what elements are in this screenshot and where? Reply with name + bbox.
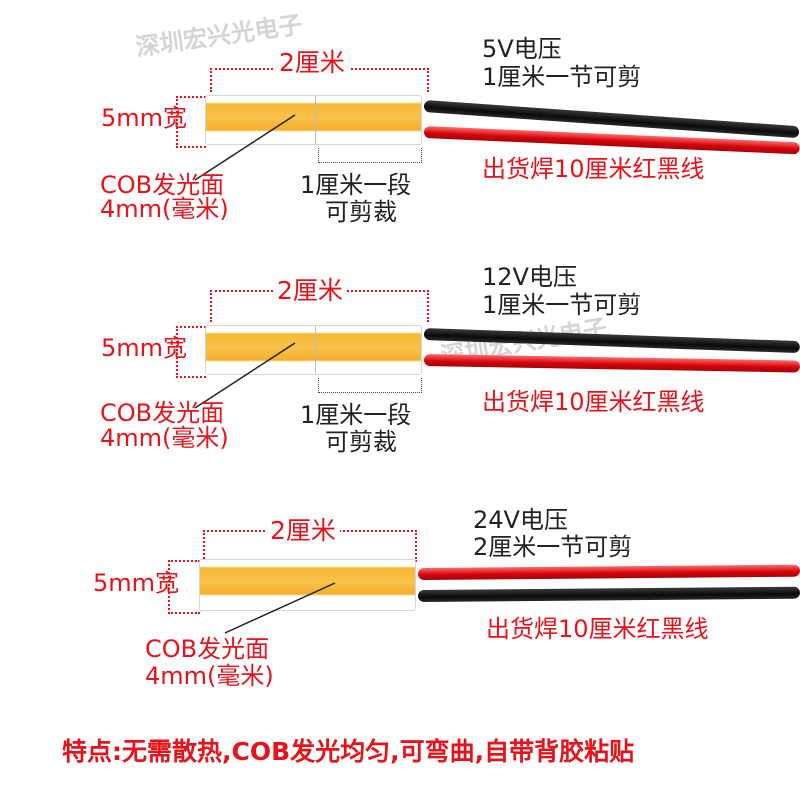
cut-spec-label: 1厘米一节可剪 bbox=[482, 63, 642, 91]
features-text: 特点:无需散热,COB发光均匀,可弯曲,自带背胶粘贴 bbox=[62, 737, 635, 766]
wire-label: 出货焊10厘米红黑线 bbox=[486, 615, 709, 643]
segment-label-2: 可剪裁 bbox=[325, 198, 397, 226]
cob-label: COB发光面 bbox=[145, 635, 270, 663]
wire-label: 出货焊10厘米红黑线 bbox=[482, 155, 705, 183]
cob-pointer-line bbox=[194, 114, 296, 181]
length-label: 2厘米 bbox=[266, 518, 340, 543]
voltage-label: 24V电压 bbox=[473, 506, 568, 534]
width-dimension-line bbox=[176, 326, 206, 378]
wire-label: 出货焊10厘米红黑线 bbox=[482, 388, 705, 416]
cut-spec-label: 1厘米一节可剪 bbox=[482, 291, 642, 319]
black-wire bbox=[417, 586, 800, 602]
red-wire bbox=[423, 354, 800, 373]
length-label: 2厘米 bbox=[275, 50, 349, 75]
cob-size-label: 4mm(毫米) bbox=[145, 662, 274, 690]
cob-size-label: 4mm(毫米) bbox=[100, 424, 229, 452]
width-dimension-line bbox=[168, 560, 200, 614]
voltage-label: 5V电压 bbox=[482, 35, 562, 63]
cob-label: COB发光面 bbox=[100, 171, 225, 199]
cob-strip bbox=[206, 96, 421, 144]
segment-label: 1厘米一段 bbox=[300, 171, 412, 199]
segment-bracket bbox=[318, 148, 422, 163]
width-label: 5mm宽 bbox=[93, 569, 180, 597]
segment-label: 1厘米一段 bbox=[300, 401, 412, 429]
width-label: 5mm宽 bbox=[101, 334, 188, 362]
segment-bracket bbox=[318, 378, 422, 393]
cob-pointer-line bbox=[194, 342, 296, 409]
width-dimension-line bbox=[176, 96, 206, 148]
cut-mark bbox=[315, 96, 316, 144]
cob-pointer-line bbox=[224, 582, 336, 634]
width-label: 5mm宽 bbox=[101, 104, 188, 132]
length-label: 2厘米 bbox=[273, 278, 347, 303]
cob-strip bbox=[200, 560, 415, 610]
cob-strip bbox=[206, 326, 421, 374]
cut-mark bbox=[315, 326, 316, 374]
segment-label-2: 可剪裁 bbox=[325, 428, 397, 456]
cob-label: COB发光面 bbox=[100, 399, 225, 427]
cut-spec-label: 2厘米一节可剪 bbox=[473, 533, 633, 561]
cob-size-label: 4mm(毫米) bbox=[100, 195, 229, 223]
red-wire bbox=[417, 564, 800, 580]
voltage-label: 12V电压 bbox=[482, 263, 577, 291]
